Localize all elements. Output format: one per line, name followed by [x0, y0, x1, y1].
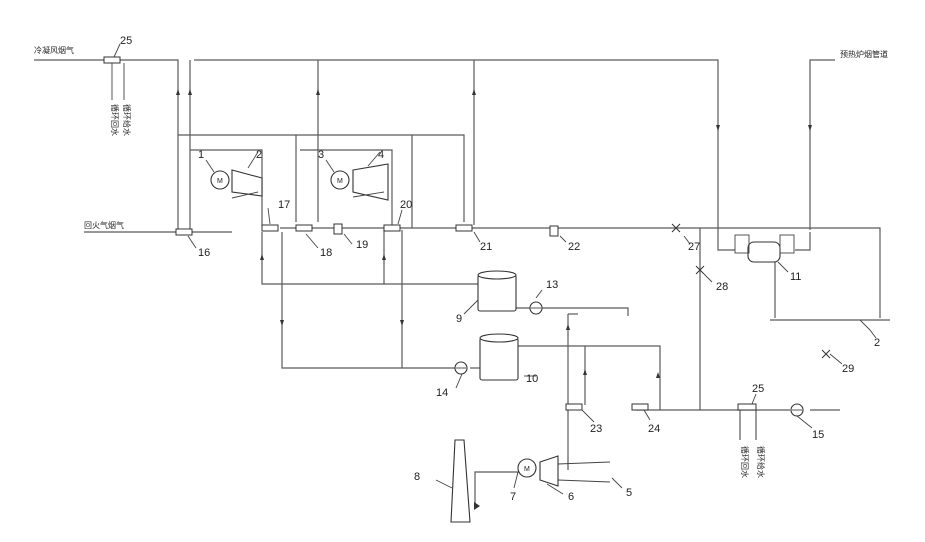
- valve-26-icon: [104, 57, 120, 63]
- callout-14: 14: [436, 387, 448, 399]
- svg-text:M: M: [524, 466, 530, 473]
- svg-text:M: M: [337, 178, 343, 185]
- callout-27: 27: [688, 241, 700, 253]
- filter-22-icon: [550, 226, 558, 236]
- callout-20: 20: [400, 199, 412, 211]
- pump-13-icon: [530, 302, 542, 314]
- callout-25-bottom: 25: [752, 383, 764, 395]
- fan-unit-3: M: [331, 164, 388, 200]
- tank-10: [480, 334, 518, 380]
- filter-19-icon: [334, 224, 342, 234]
- callout-1: 1: [198, 149, 204, 161]
- valve-21-icon: [456, 225, 472, 231]
- label-vert-a2: 循环给水: [122, 104, 132, 136]
- callout-8: 8: [414, 471, 420, 483]
- pump-15-icon: [791, 404, 803, 416]
- pipe-network: [34, 60, 880, 506]
- fan-unit-1: M: [211, 170, 262, 198]
- callout-16: 16: [198, 247, 210, 259]
- tank-9: [478, 271, 516, 311]
- callout-9: 9: [456, 313, 462, 325]
- callout-2: 2: [256, 149, 262, 161]
- callout-7: 7: [510, 491, 516, 503]
- valve-25-icon: [738, 404, 756, 410]
- valve-junctions: [104, 57, 756, 410]
- callout-11: 11: [790, 271, 801, 283]
- valve-23-icon: [566, 404, 582, 410]
- callout-23: 23: [590, 423, 602, 435]
- pump-14-icon: [455, 362, 467, 374]
- chimney-stack-8: [451, 440, 470, 522]
- label-left-mid: 回火气烟气: [84, 220, 124, 230]
- callout-17: 17: [278, 199, 290, 211]
- callout-5: 5: [626, 487, 632, 499]
- callout-6: 6: [568, 491, 574, 503]
- fan-6-icon: [540, 456, 558, 486]
- label-left-top: 冷凝风烟气: [34, 45, 74, 55]
- callout-platform-2: 2: [874, 337, 880, 349]
- heat-exchanger-11: [735, 235, 794, 262]
- label-right-top: 预热炉烟管道: [840, 49, 888, 59]
- fan-unit-7: M: [518, 456, 558, 486]
- label-vert-b1: 循环回水: [740, 446, 750, 478]
- callout-25-top: 25: [120, 35, 132, 47]
- callout-22: 22: [568, 241, 580, 253]
- label-vert-b2: 循环给水: [756, 446, 766, 478]
- callout-4: 4: [378, 149, 384, 161]
- callout-18: 18: [320, 247, 332, 259]
- callout-3: 3: [318, 149, 324, 161]
- callout-29: 29: [842, 363, 854, 375]
- callout-10: 10: [526, 373, 538, 385]
- callout-24: 24: [648, 423, 660, 435]
- valve-20-icon: [384, 225, 400, 231]
- number-callouts: 1 2 3 4 17 20 16 18 19 21 22 27 11 28 13…: [120, 35, 880, 503]
- leader-lines: [114, 44, 876, 494]
- valve-18-icon: [296, 225, 312, 231]
- label-vert-a1: 循环回水: [110, 104, 120, 136]
- vent-29-icon: [822, 350, 830, 358]
- callout-19: 19: [356, 239, 368, 251]
- callout-21: 21: [480, 241, 492, 253]
- valve-24-icon: [632, 404, 648, 410]
- callout-28: 28: [716, 281, 728, 293]
- valve-17-icon: [262, 225, 278, 231]
- callout-13: 13: [546, 279, 558, 291]
- valve-16-icon: [176, 229, 192, 235]
- callout-15: 15: [812, 429, 824, 441]
- svg-text:M: M: [217, 178, 223, 185]
